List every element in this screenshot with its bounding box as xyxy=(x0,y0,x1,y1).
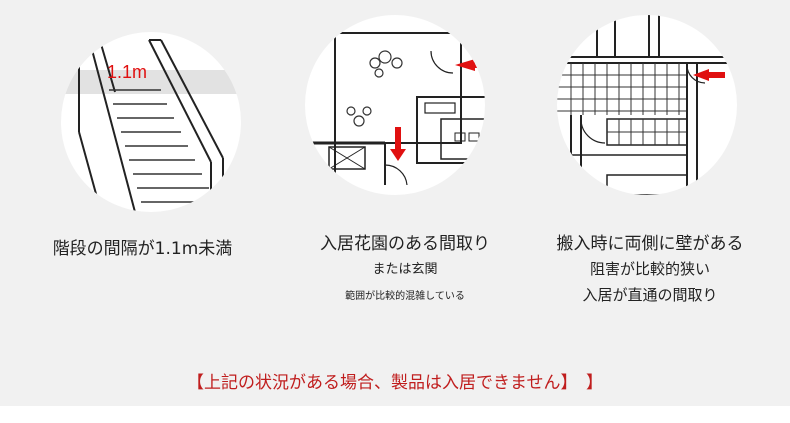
garden-note: 範囲が比較的混雑している xyxy=(345,291,465,302)
stairs-width-label: 1.1m xyxy=(107,62,147,82)
garden-subtitle: または玄関 xyxy=(372,262,438,277)
walls-line-1: 搬入時に両側に壁がある xyxy=(556,234,744,254)
restriction-notice: 【上記の状況がある場合、製品は入居できません】 】 xyxy=(187,373,603,393)
garden-floorplan-illustration xyxy=(305,15,485,195)
walls-line-3: 入居が直通の間取り xyxy=(582,286,718,304)
garden-title: 入居花園のある間取り xyxy=(320,234,490,254)
stairs-illustration: 1.1m xyxy=(61,32,241,212)
walls-line-2: 阻害が比較的狭い xyxy=(589,260,710,278)
stairs-caption: 階段の間隔が1.1m未満 xyxy=(52,239,233,259)
narrow-walls-illustration xyxy=(557,15,737,195)
